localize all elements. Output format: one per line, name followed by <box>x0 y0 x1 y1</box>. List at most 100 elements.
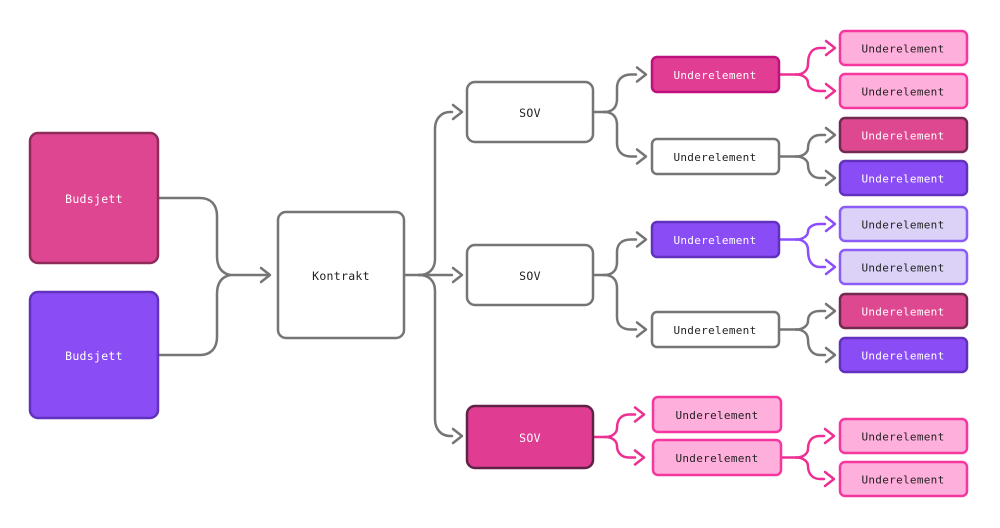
arrowhead-leaf-10 <box>823 470 836 488</box>
node-ue-mid-1: Underelement <box>650 220 781 259</box>
arrowhead-sov-1 <box>451 103 464 121</box>
node-leaf-4-shape <box>838 159 969 197</box>
edges-ue-top-1-to-leaves <box>777 39 837 100</box>
node-leaf-2-label: Underelement <box>861 86 944 99</box>
node-ue-bot-1: Underelement <box>651 395 783 434</box>
connector-sov-2-ue-mid-2 <box>602 273 638 331</box>
arrowhead-leaf-3 <box>824 126 837 144</box>
connector-kontrakt-sov-1 <box>417 110 454 277</box>
connector-sov-1-ue-top-1 <box>602 73 638 114</box>
node-ue-top-1-shape <box>650 55 781 94</box>
node-leaf-2-shape <box>838 72 969 110</box>
edges-sov-3-to-underelement <box>591 406 646 466</box>
node-ue-bot-1-label: Underelement <box>675 409 758 422</box>
connector-ue-top-1-leaf-2 <box>794 73 827 93</box>
arrowhead-sov-3 <box>451 427 464 445</box>
node-leaf-6: Underelement <box>838 248 969 286</box>
connector-budsjett-2-kontrakt <box>156 273 232 357</box>
node-leaf-3-label: Underelement <box>861 130 944 143</box>
connector-ue-mid-1-leaf-6 <box>794 238 827 269</box>
edges-sov-1-to-underelement <box>591 66 648 165</box>
node-budsjett-1-label: Budsjett <box>65 192 123 206</box>
node-leaf-10: Underelement <box>838 460 969 498</box>
arrowhead-leaf-5 <box>824 215 837 233</box>
edges-ue-top-2-to-leaves <box>777 126 837 187</box>
arrowhead-leaf-1 <box>824 39 837 57</box>
arrowhead-ue-mid-2 <box>635 321 648 338</box>
edges-kontrakt-to-sov <box>402 103 464 445</box>
node-budsjett-2-shape <box>28 290 160 420</box>
connector-ue-mid-2-leaf-7 <box>794 309 827 331</box>
arrowhead-leaf-6 <box>824 258 837 276</box>
connector-sov-3-ue-bot-1 <box>603 413 637 439</box>
node-leaf-8-shape <box>838 336 969 374</box>
node-leaf-4-label: Underelement <box>861 173 944 186</box>
connector-sov-2-ue-mid-1 <box>602 238 638 277</box>
arrowhead-leaf-7 <box>824 302 837 320</box>
connector-ue-top-2-leaf-3 <box>794 133 827 158</box>
connector-kontrakt-sov-3 <box>417 273 454 438</box>
node-leaf-3-shape <box>838 116 969 154</box>
arrowhead-leaf-9 <box>823 427 836 445</box>
node-leaf-10-shape <box>838 460 969 498</box>
node-leaf-8-label: Underelement <box>861 350 944 363</box>
node-leaf-1-label: Underelement <box>861 43 944 56</box>
arrowhead-ue-mid-1 <box>635 231 648 248</box>
node-ue-bot-1-shape <box>651 395 783 434</box>
node-ue-top-2-shape <box>650 137 781 176</box>
node-leaf-5: Underelement <box>838 205 969 243</box>
edges-budsjett-to-kontrakt <box>156 196 272 357</box>
node-leaf-8: Underelement <box>838 336 969 374</box>
node-sov-3-label: SOV <box>519 431 541 445</box>
node-sov-2: SOV <box>465 243 595 307</box>
arrowhead-ue-top-2 <box>635 148 648 165</box>
node-ue-mid-2-shape <box>650 310 781 349</box>
node-sov-3: SOV <box>465 404 595 470</box>
arrowhead-leaf-2 <box>824 82 837 100</box>
node-kontrakt-label: Kontrakt <box>312 269 370 283</box>
connector-sov-3-ue-bot-2 <box>603 435 637 459</box>
node-ue-bot-2-shape <box>651 438 783 477</box>
node-ue-top-1-label: Underelement <box>673 69 756 82</box>
node-ue-top-2: Underelement <box>650 137 781 176</box>
node-budsjett-2: Budsjett <box>28 290 160 420</box>
connector-ue-top-1-leaf-1 <box>794 46 827 76</box>
node-ue-mid-1-label: Underelement <box>673 234 756 247</box>
node-leaf-6-label: Underelement <box>861 262 944 275</box>
node-sov-2-shape <box>465 243 595 307</box>
node-budsjett-1: Budsjett <box>28 131 160 265</box>
node-leaf-9-shape <box>838 417 969 455</box>
node-kontrakt-shape <box>276 210 406 340</box>
node-leaf-1: Underelement <box>838 29 969 67</box>
connector-sov-1-ue-top-2 <box>602 110 638 158</box>
node-sov-1: SOV <box>465 80 595 144</box>
arrowhead-ue-bot-2 <box>633 449 646 466</box>
node-kontrakt: Kontrakt <box>276 210 406 340</box>
node-leaf-9-label: Underelement <box>861 431 944 444</box>
arrowhead-kontrakt <box>259 266 272 284</box>
edges-ue-mid-1-to-leaves <box>777 215 837 276</box>
node-leaf-7-label: Underelement <box>861 306 944 319</box>
node-leaf-7: Underelement <box>838 292 969 330</box>
connector-ue-bot-2-leaf-9 <box>794 434 826 459</box>
arrowhead-sov-2 <box>451 266 464 284</box>
node-leaf-7-shape <box>838 292 969 330</box>
node-leaf-9: Underelement <box>838 417 969 455</box>
node-sov-1-shape <box>465 80 595 144</box>
node-ue-top-2-label: Underelement <box>673 151 756 164</box>
connector-ue-mid-2-leaf-8 <box>794 328 827 357</box>
node-leaf-10-label: Underelement <box>861 474 944 487</box>
node-ue-top-1: Underelement <box>650 55 781 94</box>
arrowhead-ue-bot-1 <box>633 406 646 423</box>
arrowhead-leaf-8 <box>824 346 837 364</box>
connector-ue-bot-2-leaf-10 <box>794 456 826 481</box>
node-ue-mid-1-shape <box>650 220 781 259</box>
node-ue-bot-2: Underelement <box>651 438 783 477</box>
node-sov-1-label: SOV <box>519 106 541 120</box>
node-leaf-4: Underelement <box>838 159 969 197</box>
connector-ue-top-2-leaf-4 <box>794 155 827 180</box>
node-sov-3-shape <box>465 404 595 470</box>
node-budsjett-2-label: Budsjett <box>65 349 123 363</box>
node-leaf-2: Underelement <box>838 72 969 110</box>
